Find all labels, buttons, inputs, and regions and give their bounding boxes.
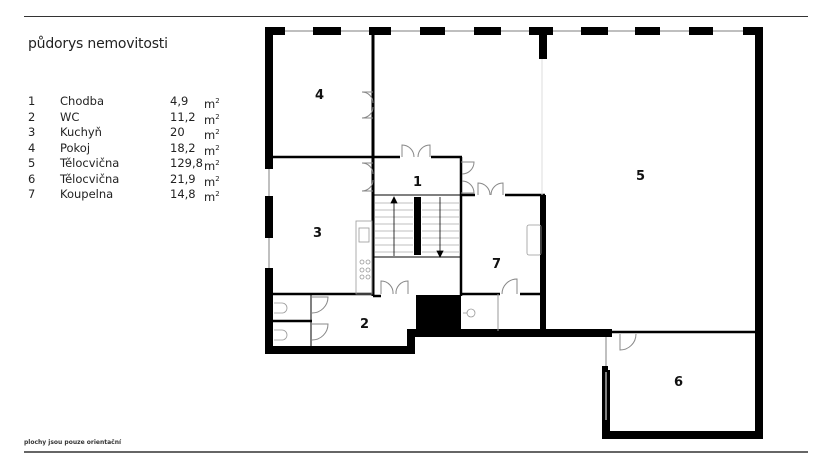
room-label-7: 7 [492,257,501,272]
room-legend: 1 Chodba 4,9 m2 2 WC 11,2 m2 3 Kuchyň 20… [28,94,220,204]
legend-room-area: 18,2 [170,140,196,155]
legend-row: 1 Chodba 4,9 m2 [28,94,220,111]
legend-row: 4 Pokoj 18,2 m2 [28,140,220,158]
page-title: půdorys nemovitosti [28,36,168,52]
legend-room-number: 1 [28,94,36,108]
footnote: plochy jsou pouze orientační [24,439,122,446]
stair-arrows [390,196,444,258]
exterior-walls [265,27,763,439]
legend-room-area: 20 [170,125,185,139]
unit-exponent: 2 [215,128,220,136]
legend-unit: m2 [204,187,220,204]
legend-room-name: WC [60,109,80,124]
unit-base: m [204,174,216,189]
unit-exponent: 2 [215,97,220,105]
legend-room-area: 11,2 [170,109,196,124]
room-labels: 1 2 3 4 5 6 7 [313,88,683,390]
legend-room-name: Kuchyň [60,125,102,139]
unit-base: m [204,96,216,111]
bottom-rule [24,451,808,453]
room-label-6: 6 [674,375,683,390]
legend-row: 6 Tělocvična 21,9 m2 [28,171,220,189]
stove-burner-icon [359,267,365,273]
legend-room-area: 14,8 [170,187,196,201]
bath-sink-icon [526,224,542,256]
top-rule [24,16,808,17]
wc-fixture-icon [466,308,476,318]
unit-base: m [204,112,216,127]
unit-exponent: 2 [215,143,220,152]
interior-walls [273,31,755,346]
legend-unit: m2 [204,141,220,157]
doors [311,91,637,351]
legend-unit: m2 [204,110,220,126]
left-facade-windows [268,169,607,420]
legend-unit: m2 [204,94,220,111]
legend-room-name: Tělocvična [60,171,120,186]
unit-exponent: 2 [215,159,220,167]
unit-base: m [204,127,216,142]
legend-room-area: 129,8 [170,156,203,170]
legend-room-number: 7 [28,187,36,201]
top-facade-windows [265,27,763,59]
room-label-1: 1 [413,175,422,190]
toilet-icon [274,302,288,314]
unit-base: m [204,158,216,173]
legend-room-number: 5 [28,156,36,170]
legend-unit: m2 [204,172,220,188]
legend-row: 2 WC 11,2 m2 [28,109,220,127]
room-label-5: 5 [636,169,645,184]
room-label-4: 4 [315,88,324,103]
unit-exponent: 2 [215,112,220,121]
legend-room-name: Pokoj [60,140,91,155]
legend-room-name: Koupelna [60,187,114,201]
legend-row: 5 Tělocvična 129,8 m2 [28,156,220,173]
unit-base: m [204,189,216,204]
legend-room-name: Chodba [60,94,105,108]
legend-unit: m2 [204,125,220,142]
service-shaft [416,295,461,335]
legend-room-number: 3 [28,125,36,139]
kitchen-counter [355,220,373,295]
stove-burner-icon [365,274,371,280]
toilet-icon [274,329,288,341]
stair-divider [414,197,421,255]
legend-row: 7 Koupelna 14,8 m2 [28,187,220,204]
legend-room-area: 21,9 [170,171,196,186]
sink-icon [358,227,370,243]
legend-room-number: 4 [28,140,36,155]
legend-room-area: 4,9 [170,94,189,108]
stove-burner-icon [359,259,365,265]
legend-row: 3 Kuchyň 20 m2 [28,125,220,142]
stove-burner-icon [365,267,371,273]
room-label-3: 3 [313,226,322,241]
room-label-2: 2 [360,317,369,332]
unit-exponent: 2 [215,190,220,198]
legend-room-number: 6 [28,171,36,186]
legend-room-number: 2 [28,109,36,124]
unit-exponent: 2 [215,174,220,183]
stove-burner-icon [365,259,371,265]
fixtures [274,220,542,341]
legend-unit: m2 [204,156,220,173]
stove-burner-icon [359,274,365,280]
unit-base: m [204,143,216,158]
legend-room-name: Tělocvična [60,156,120,170]
